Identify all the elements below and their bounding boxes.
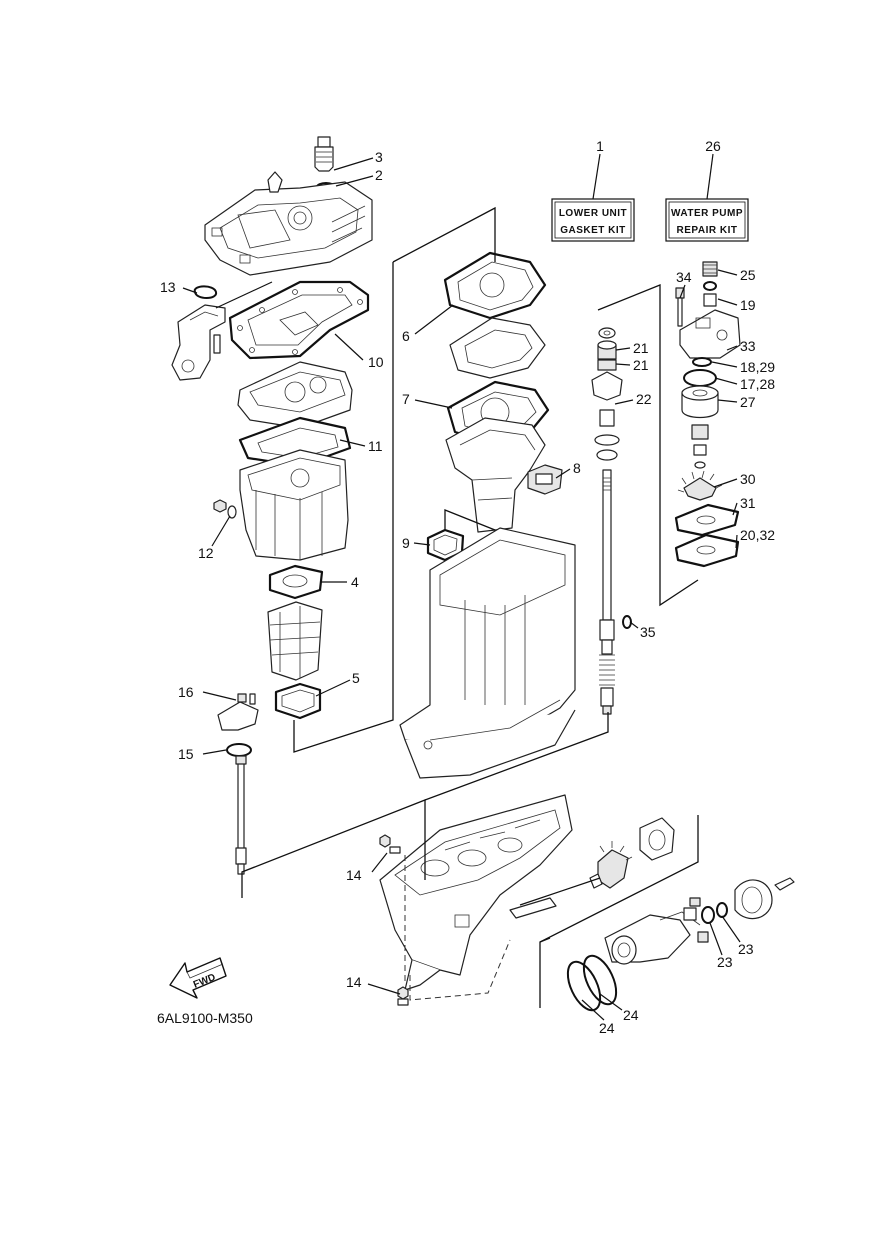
- callout-10: 10: [368, 354, 384, 370]
- bracket-gasket-9: [444, 509, 496, 531]
- callout-34: 34: [676, 269, 692, 285]
- callout-7: 7: [402, 391, 410, 407]
- callout-23a: 23: [738, 941, 754, 957]
- callout-18-29: 18,29: [740, 359, 775, 375]
- washer-35: [622, 615, 632, 629]
- callout-numbers: 1 26 3 2 13 10 6 7 11 8 9 12 4 5 16 15 3…: [160, 138, 775, 1036]
- exhaust-muffler: [267, 601, 323, 681]
- callout-8: 8: [573, 460, 581, 476]
- callout-6: 6: [402, 328, 410, 344]
- propeller-shaft-group: [519, 817, 795, 1012]
- drive-shaft-bearing-stack: [591, 327, 623, 461]
- callout-19: 19: [740, 297, 756, 313]
- bracket-gearcase-right: [424, 712, 609, 801]
- callout-3: 3: [375, 149, 383, 165]
- callout-4: 4: [351, 574, 359, 590]
- bracket-prop-tick: [539, 937, 551, 943]
- water-pump-repair-kit-box: WATER PUMP REPAIR KIT: [665, 198, 749, 242]
- oil-pan-casing: [239, 449, 349, 561]
- lower-unit-kit-line1: LOWER UNIT: [559, 208, 627, 219]
- callout-22: 22: [636, 391, 652, 407]
- callout-31: 31: [740, 495, 756, 511]
- callout-21b: 21: [633, 357, 649, 373]
- bracket-13-clip: [193, 285, 217, 299]
- callout-16: 16: [178, 684, 194, 700]
- lower-unit-kit-line2: GASKET KIT: [560, 225, 626, 236]
- gearcase-lower-unit: [379, 794, 573, 991]
- callout-2: 2: [375, 167, 383, 183]
- thermostat-part: [314, 136, 334, 172]
- rubber-mount-8: [527, 464, 563, 495]
- bracket-gearcase-left: [241, 799, 426, 898]
- callout-20-32: 20,32: [740, 527, 775, 543]
- diagram-code: 6AL9100-M350: [157, 1010, 253, 1026]
- callout-1: 1: [596, 138, 604, 154]
- callout-15: 15: [178, 746, 194, 762]
- bracket-prop-lower: [539, 815, 699, 1008]
- leader-lines: [182, 153, 741, 1021]
- callout-11: 11: [368, 438, 383, 454]
- callout-5: 5: [352, 670, 360, 686]
- callout-25: 25: [740, 267, 756, 283]
- callout-9: 9: [402, 535, 410, 551]
- drive-shaft-housing: [445, 417, 546, 533]
- gasket-6: [443, 251, 547, 320]
- water-hose-fitting: [171, 304, 226, 381]
- callout-17-28: 17,28: [740, 376, 775, 392]
- callout-12: 12: [198, 545, 214, 561]
- callout-26: 26: [705, 138, 721, 154]
- lower-unit-gasket-kit-box: LOWER UNIT GASKET KIT: [551, 198, 635, 242]
- drain-screw-14b: [397, 986, 409, 1006]
- drain-screw-14a: [379, 834, 401, 854]
- water-pump-kit-line1: WATER PUMP: [671, 208, 743, 219]
- speedometer-pickup-16: [217, 693, 259, 731]
- gasket-4: [268, 564, 324, 600]
- exhaust-guide-casting: [204, 171, 373, 276]
- o-ring-15: [226, 743, 252, 757]
- upper-casing-block: [237, 361, 353, 429]
- bracket-center-top: [392, 206, 496, 263]
- callout-35: 35: [640, 624, 656, 640]
- callout-21a: 21: [633, 340, 649, 356]
- gasket-11: [238, 416, 352, 468]
- bracket-center-left: [293, 262, 394, 753]
- water-pump-kit-line2: REPAIR KIT: [677, 225, 738, 236]
- callout-14a: 14: [346, 867, 362, 883]
- callout-30: 30: [740, 471, 756, 487]
- callout-13: 13: [160, 279, 176, 295]
- callout-27: 27: [740, 394, 756, 410]
- mount-plate: [449, 317, 546, 379]
- drive-shaft: [599, 469, 615, 715]
- gasket-10: [228, 280, 370, 360]
- water-tube: [235, 755, 247, 875]
- callout-14b: 14: [346, 974, 362, 990]
- callout-33: 33: [740, 338, 756, 354]
- exhaust-housing: [399, 527, 576, 779]
- callout-23b: 23: [717, 954, 733, 970]
- drain-bolt-12: [213, 499, 237, 519]
- gasket-5: [274, 682, 322, 720]
- water-pump-parts: [674, 261, 741, 568]
- fwd-arrow-icon: FWD: [169, 957, 227, 999]
- callout-24b: 24: [599, 1020, 615, 1036]
- bracket-pump: [597, 284, 699, 607]
- callout-24a: 24: [623, 1007, 639, 1023]
